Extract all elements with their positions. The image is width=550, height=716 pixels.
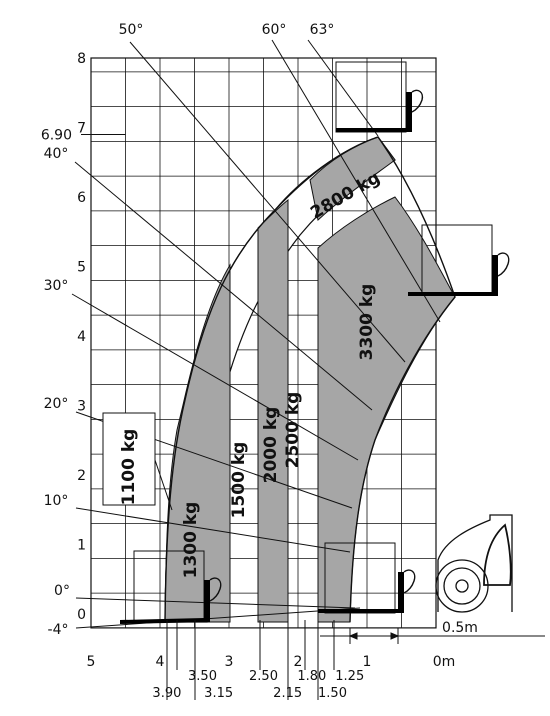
y-tick-label: 7 — [77, 121, 86, 137]
y-marker-label: 6.90 — [41, 127, 72, 143]
angle-label: 0° — [54, 583, 70, 599]
labels: 8 7 6 5 4 3 2 1 0 6.90 5 4 3 2 1 0m 3.50 2.50 1.80 1.25 3.90… — [41, 22, 478, 701]
x-sub-label: 3.50 — [188, 669, 217, 684]
scale-label: 0.5m — [442, 620, 478, 636]
y-tick-label: 6 — [77, 190, 86, 206]
wheel-icon — [435, 559, 489, 613]
angle-line-63 — [307, 39, 379, 137]
load-zone-label: 2500 kg — [283, 392, 303, 469]
angle-label: 30° — [44, 278, 69, 294]
angle-line-60 — [271, 39, 441, 323]
angle-label: 60° — [262, 22, 287, 38]
x-sub-label: 1.25 — [335, 669, 364, 684]
x-sub-leaders — [166, 620, 335, 700]
x-tick-label: 4 — [156, 654, 165, 670]
y-tick-label: 5 — [77, 260, 86, 276]
x-tick-label: 3 — [225, 654, 234, 670]
x-sub-label: 1.80 — [297, 669, 326, 684]
angle-line-minus4 — [75, 607, 361, 629]
angle-label: 40° — [44, 146, 69, 162]
x-sub-label: 2.15 — [273, 686, 302, 701]
angle-label: 10° — [44, 493, 69, 509]
angle-label: 20° — [44, 396, 69, 412]
y-tick-label: 3 — [77, 399, 86, 415]
x-tick-label: 2 — [294, 654, 303, 670]
load-box-1100 — [102, 412, 156, 506]
fork-bottom-right — [318, 542, 416, 614]
fork-bottom-left — [120, 550, 222, 624]
load-zone-label: 1500 kg — [229, 442, 249, 519]
x-sub-label: 3.15 — [204, 686, 233, 701]
x-sub-label: 2.50 — [249, 669, 278, 684]
fork-right — [408, 224, 510, 296]
angle-line-40 — [74, 161, 373, 411]
angle-line-10 — [75, 507, 351, 553]
angle-line-50 — [129, 41, 406, 363]
angle-lines — [71, 39, 441, 629]
y-tick-label: 8 — [77, 51, 86, 67]
y-tick-label: 4 — [77, 329, 86, 345]
angle-label: -4° — [48, 622, 69, 638]
x-tick-label: 0m — [433, 654, 456, 670]
x-tick-label: 1 — [363, 654, 372, 670]
scale-bar — [320, 628, 545, 644]
angle-label: 50° — [119, 22, 144, 38]
x-sub-label: 3.90 — [152, 686, 181, 701]
envelope-outline — [164, 136, 456, 623]
load-zone-label: 3300 kg — [357, 284, 377, 361]
fork-top — [335, 61, 424, 133]
x-tick-label: 5 — [87, 654, 96, 670]
angle-label: 63° — [310, 22, 335, 38]
x-sub-label: 1.50 — [318, 686, 347, 701]
machine-silhouette — [435, 514, 513, 613]
load-zone-label: 1300 kg — [181, 502, 201, 579]
y-tick-label: 1 — [77, 538, 86, 554]
y-tick-label: 0 — [77, 607, 86, 623]
load-box-leader — [154, 459, 173, 511]
zone-2800kg-band — [309, 136, 396, 221]
load-zone-label: 1100 kg — [119, 429, 139, 506]
cab-outline — [437, 514, 513, 612]
fork-carriages — [120, 61, 510, 624]
load-zones — [164, 136, 456, 623]
load-zone-label: 2000 kg — [261, 407, 281, 484]
angle-line-0 — [75, 597, 356, 609]
y-tick-label: 2 — [77, 468, 86, 484]
angle-line-30 — [71, 293, 359, 461]
